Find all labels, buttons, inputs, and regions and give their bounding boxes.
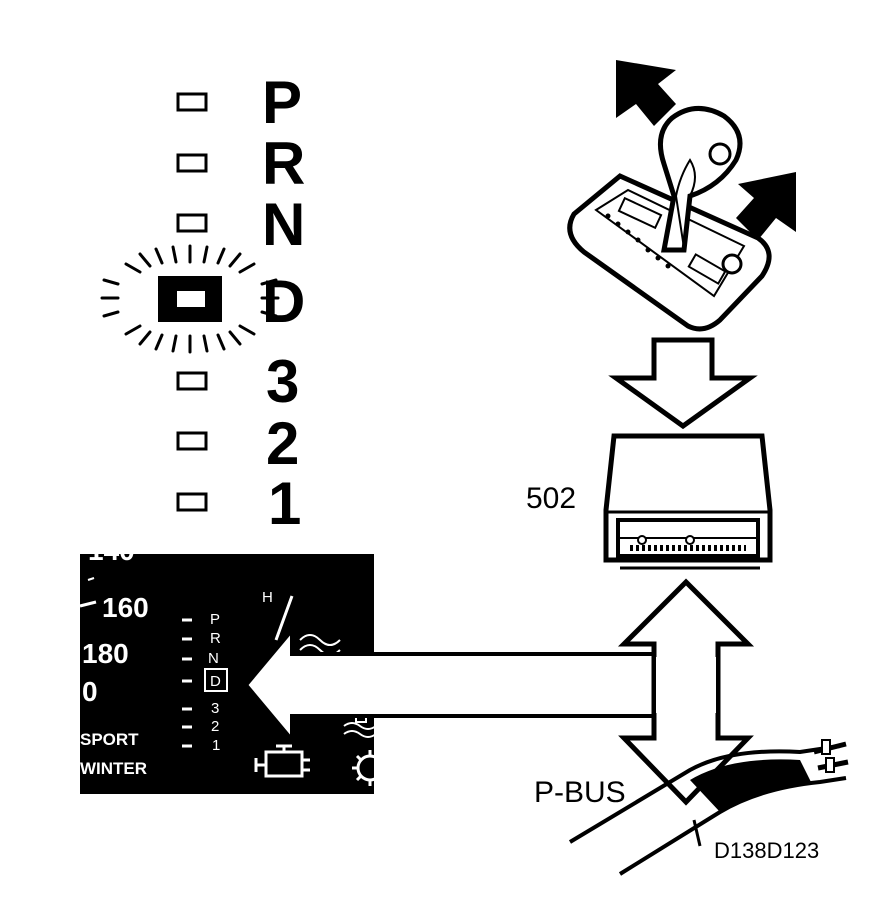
lamp-1: [176, 492, 208, 512]
engine-check-icon: [254, 744, 310, 778]
lever-knob-shade: [674, 158, 696, 249]
gear-label-2: 2: [266, 410, 299, 477]
active-lamp-glow: [100, 244, 280, 354]
temp-mark-h: H: [262, 589, 273, 606]
gear-label-1: 1: [268, 470, 301, 537]
mode-winter: WINTER: [80, 759, 147, 778]
cluster-gear-n: N: [208, 650, 219, 667]
lamp-2: [176, 431, 208, 451]
active-lamp-window: [175, 289, 207, 309]
shift-gate-inner: [594, 188, 746, 298]
cluster-gear-2: 2: [211, 718, 219, 735]
lever-button: [708, 142, 732, 166]
gear-label-n: N: [262, 191, 305, 258]
speed-tick: [87, 577, 95, 581]
module-label: 502: [526, 482, 576, 515]
mode-sport: SPORT: [80, 730, 139, 749]
control-module-502: 502: [526, 433, 773, 570]
lamp-p: [176, 92, 208, 112]
cluster-gear-d-box: [204, 668, 228, 692]
arrow-down-to-module: [608, 337, 758, 430]
gear-label-3: 3: [266, 348, 299, 415]
shift-gate-slots: [617, 196, 727, 285]
gate-button: [721, 253, 743, 275]
speed-0: 0: [82, 676, 98, 707]
cluster-gear-ticks: [182, 618, 192, 748]
lamp-r: [176, 153, 208, 173]
speed-tick-160: [79, 600, 97, 608]
gear-label-d: D: [262, 268, 305, 335]
figure-code: D138D123: [714, 838, 819, 863]
shift-gate-dots: [605, 213, 671, 269]
cluster-gear-3: 3: [211, 700, 219, 717]
bus-label: P-BUS: [534, 776, 626, 809]
gear-warning-icon: [352, 750, 384, 786]
gear-selector-lever: [567, 60, 796, 332]
cluster-gear-p: P: [210, 611, 220, 628]
p-bus-cable: P-BUS: [534, 739, 849, 876]
lamp-3: [176, 371, 208, 391]
speed-140: 140: [88, 535, 135, 566]
arrow-back-icon: [736, 172, 796, 240]
gear-indicator: P R N D 3 2 1: [100, 69, 305, 537]
arrow-forward-icon: [616, 60, 676, 126]
cluster-gear-1: 1: [212, 737, 220, 754]
speed-180: 180: [82, 638, 129, 669]
gear-label-p: P: [262, 69, 302, 136]
speed-160: 160: [102, 592, 149, 623]
lamp-n: [176, 213, 208, 233]
cluster-gear-d: D: [210, 673, 221, 690]
cluster-gear-r: R: [210, 630, 221, 647]
gear-label-r: R: [262, 130, 305, 197]
signal-arrow-to-cluster: [243, 624, 670, 746]
temperature-needle: [274, 595, 294, 641]
